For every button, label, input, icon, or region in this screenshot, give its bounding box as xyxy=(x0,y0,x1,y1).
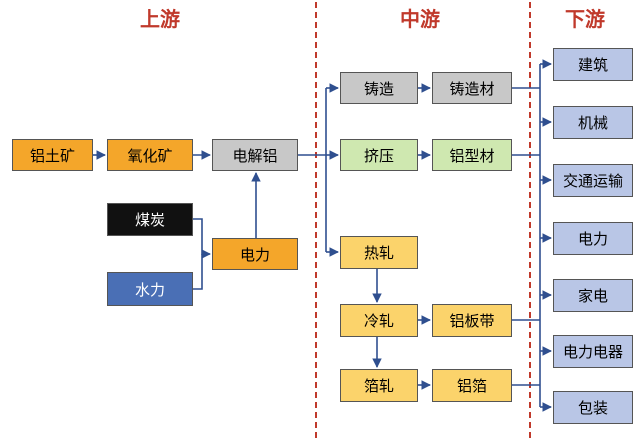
edge-coal-power xyxy=(193,218,211,259)
node-packaging: 包装 xyxy=(553,391,633,424)
node-hydro: 水力 xyxy=(107,272,193,306)
node-machinery: 机械 xyxy=(553,106,633,139)
divider-midstream-downstream xyxy=(529,2,531,438)
node-electrical-equipment: 电力电器 xyxy=(553,335,633,368)
divider-upstream-midstream xyxy=(315,2,317,438)
section-title-upstream: 上游 xyxy=(140,7,180,31)
node-appliances: 家电 xyxy=(553,279,633,312)
node-construction: 建筑 xyxy=(553,48,633,81)
node-foil-rolling: 箔轧 xyxy=(340,369,418,402)
node-electrolytic-aluminum: 电解铝 xyxy=(212,139,298,171)
node-power-upstream: 电力 xyxy=(212,238,298,270)
node-coal: 煤炭 xyxy=(107,203,193,236)
edge-hydro-power xyxy=(193,254,203,290)
node-plate-strip: 铝板带 xyxy=(432,304,512,337)
node-bauxite: 铝土矿 xyxy=(12,139,93,171)
section-title-downstream: 下游 xyxy=(565,7,605,31)
node-cold-rolling: 冷轧 xyxy=(340,304,418,337)
node-power-downstream: 电力 xyxy=(553,222,633,255)
node-aluminum-profile: 铝型材 xyxy=(432,139,512,171)
section-title-midstream: 中游 xyxy=(400,7,440,31)
node-casting: 铸造 xyxy=(340,72,418,104)
node-cast-material: 铸造材 xyxy=(432,72,512,104)
node-alumina: 氧化矿 xyxy=(107,139,193,171)
node-extrusion: 挤压 xyxy=(340,139,418,171)
node-aluminum-foil: 铝箔 xyxy=(432,369,512,402)
node-transport: 交通运输 xyxy=(553,164,633,197)
node-hot-rolling: 热轧 xyxy=(340,236,418,269)
